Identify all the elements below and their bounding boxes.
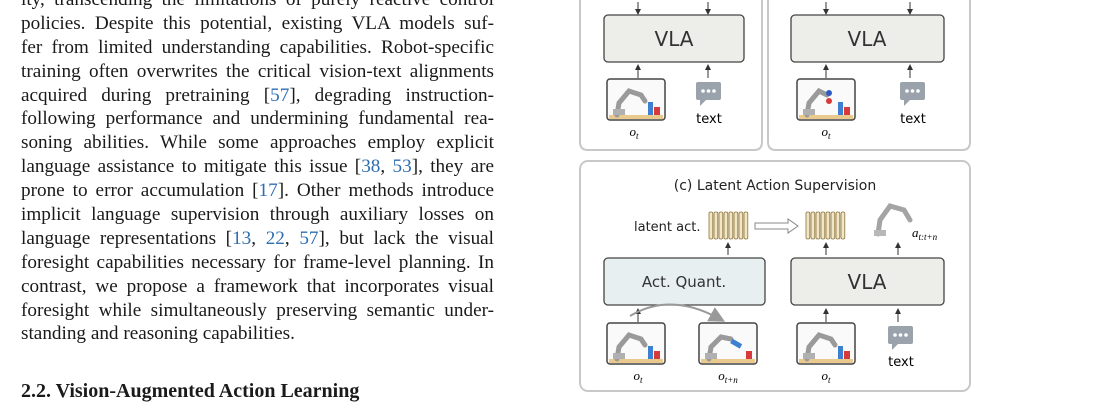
section-heading: 2.2. Vision-Augmented Action Learning bbox=[21, 380, 360, 402]
latent-token bbox=[825, 211, 831, 240]
text-label-right: text bbox=[900, 112, 926, 127]
citation-link[interactable]: 57 bbox=[270, 84, 290, 106]
action-label: at:t+n bbox=[912, 225, 938, 242]
vla-box-bottom bbox=[790, 257, 945, 306]
next-obs-label: ot+n bbox=[718, 368, 738, 385]
obs-label: ot bbox=[629, 124, 639, 141]
paragraph-line: implicit language supervision through au… bbox=[21, 203, 494, 227]
latent-token bbox=[743, 211, 749, 240]
paragraph-line: policies. Despite this potential, existi… bbox=[21, 12, 494, 36]
vla-label-bottom: VLA bbox=[848, 270, 887, 294]
paragraph-text: ], but lack the visual bbox=[318, 227, 495, 249]
text-label: text bbox=[696, 112, 722, 127]
latent-token bbox=[835, 211, 841, 240]
robot-scene-subgoal-icon bbox=[796, 78, 856, 121]
paragraph-line: foresight while simultaneously preservin… bbox=[21, 299, 494, 323]
paragraph-line: language assistance to mitigate this iss… bbox=[21, 155, 494, 179]
paragraph-text: foresight while simultaneously preservin… bbox=[21, 299, 494, 321]
text-chat-icon bbox=[696, 82, 721, 106]
paragraph-line: soning abilities. While some approaches … bbox=[21, 131, 494, 155]
paragraph-text: training often overwrites the critical v… bbox=[21, 60, 494, 82]
vla-box-right bbox=[790, 14, 945, 63]
citation-link[interactable]: 57 bbox=[299, 227, 319, 249]
paragraph-text: policies. Despite this potential, existi… bbox=[21, 12, 494, 34]
panel-top-right: VLA ot text bbox=[767, 0, 971, 151]
panel-latent-action: (c) Latent Action Supervision latent act… bbox=[579, 160, 971, 392]
paragraph-text: prone to error accumulation [ bbox=[21, 180, 259, 202]
paragraph-text: following performance and undermining fu… bbox=[21, 108, 494, 130]
latent-act-label: latent act. bbox=[634, 220, 701, 235]
latent-token-stack-pred bbox=[805, 211, 846, 240]
text-chat-icon-bottom bbox=[888, 326, 913, 350]
vla-label: VLA bbox=[655, 27, 694, 51]
paragraph-line: acquired during pretraining [57], degrad… bbox=[21, 84, 494, 108]
paragraph-text: ]. Other methods introduce bbox=[277, 180, 494, 202]
panel-top-left: VLA ot text bbox=[579, 0, 763, 151]
paragraph-text: , bbox=[380, 156, 393, 178]
obs-label-bottom: ot bbox=[633, 368, 643, 385]
latent-token bbox=[830, 211, 836, 240]
paragraph-text: standing and reasoning capabilities. bbox=[21, 323, 295, 345]
latent-token bbox=[810, 211, 816, 240]
paragraph-line: foresight capabilities necessary for fra… bbox=[21, 251, 494, 275]
latent-token bbox=[820, 211, 826, 240]
latent-token bbox=[713, 211, 719, 240]
paragraph-line: following performance and undermining fu… bbox=[21, 107, 494, 131]
vla-box bbox=[603, 14, 745, 63]
robot-scene-icon-vla bbox=[796, 322, 856, 365]
method-figure: VLA ot text VLA bbox=[579, 0, 971, 392]
text-chat-icon-right bbox=[900, 82, 925, 106]
citation-link[interactable]: 22 bbox=[265, 227, 285, 249]
robot-scene-icon-t bbox=[606, 322, 666, 365]
paragraph-line: fer from limited understanding capabilit… bbox=[21, 36, 494, 60]
latent-arrow bbox=[754, 218, 799, 234]
citation-link[interactable]: 13 bbox=[232, 227, 252, 249]
text-label-bottom: text bbox=[888, 355, 914, 370]
latent-token bbox=[728, 211, 734, 240]
paragraph-text: , bbox=[284, 227, 300, 249]
paragraph-text: foresight capabilities necessary for fra… bbox=[21, 251, 494, 273]
paragraph-line: prone to error accumulation [17]. Other … bbox=[21, 179, 494, 203]
paragraph-line: language representations [13, 22, 57], b… bbox=[21, 227, 494, 251]
citation-link[interactable]: 38 bbox=[361, 156, 381, 178]
citation-link[interactable]: 17 bbox=[258, 180, 278, 202]
panel-title: (c) Latent Action Supervision bbox=[674, 178, 876, 194]
latent-token-stack bbox=[708, 211, 749, 240]
paragraph-text: acquired during pretraining [ bbox=[21, 84, 271, 106]
obs-label-vla: ot bbox=[821, 368, 831, 385]
paragraph-text: , bbox=[251, 227, 266, 249]
act-quant-label: Act. Quant. bbox=[642, 273, 726, 291]
paragraph-text: fer from limited understanding capabilit… bbox=[21, 36, 494, 58]
paragraph-line: training often overwrites the critical v… bbox=[21, 60, 494, 84]
paragraph-line: ity, transcending the limitations of pur… bbox=[21, 0, 494, 12]
paragraph-text: soning abilities. While some approaches … bbox=[21, 132, 494, 154]
latent-token bbox=[708, 211, 714, 240]
transition-arrow bbox=[629, 303, 726, 322]
paragraph-text: language assistance to mitigate this iss… bbox=[21, 156, 362, 178]
latent-token bbox=[718, 211, 724, 240]
paragraph-text: contrast, we propose a framework that in… bbox=[21, 275, 494, 297]
vla-label-right: VLA bbox=[848, 27, 887, 51]
action-robot-icon bbox=[874, 203, 913, 237]
robot-scene-icon bbox=[606, 78, 666, 121]
latent-token bbox=[815, 211, 821, 240]
latent-token bbox=[805, 211, 811, 240]
latent-token bbox=[738, 211, 744, 240]
paragraph-line: contrast, we propose a framework that in… bbox=[21, 275, 494, 299]
latent-token bbox=[840, 211, 846, 240]
obs-label-right: ot bbox=[821, 124, 831, 141]
latent-token bbox=[733, 211, 739, 240]
paragraph-text: language representations [ bbox=[21, 227, 233, 249]
paragraph-text: implicit language supervision through au… bbox=[21, 204, 494, 226]
paragraph-text: ], degrading instruction- bbox=[289, 84, 495, 106]
paragraph-text: ity, transcending the limitations of pur… bbox=[21, 0, 494, 10]
citation-link[interactable]: 53 bbox=[392, 156, 412, 178]
body-paragraph: ity, transcending the limitations of pur… bbox=[21, 0, 494, 346]
paragraph-text: ], they are bbox=[411, 156, 494, 178]
paragraph-line: standing and reasoning capabilities. bbox=[21, 322, 494, 346]
robot-scene-icon-t-plus-n bbox=[698, 322, 758, 365]
latent-token bbox=[723, 211, 729, 240]
